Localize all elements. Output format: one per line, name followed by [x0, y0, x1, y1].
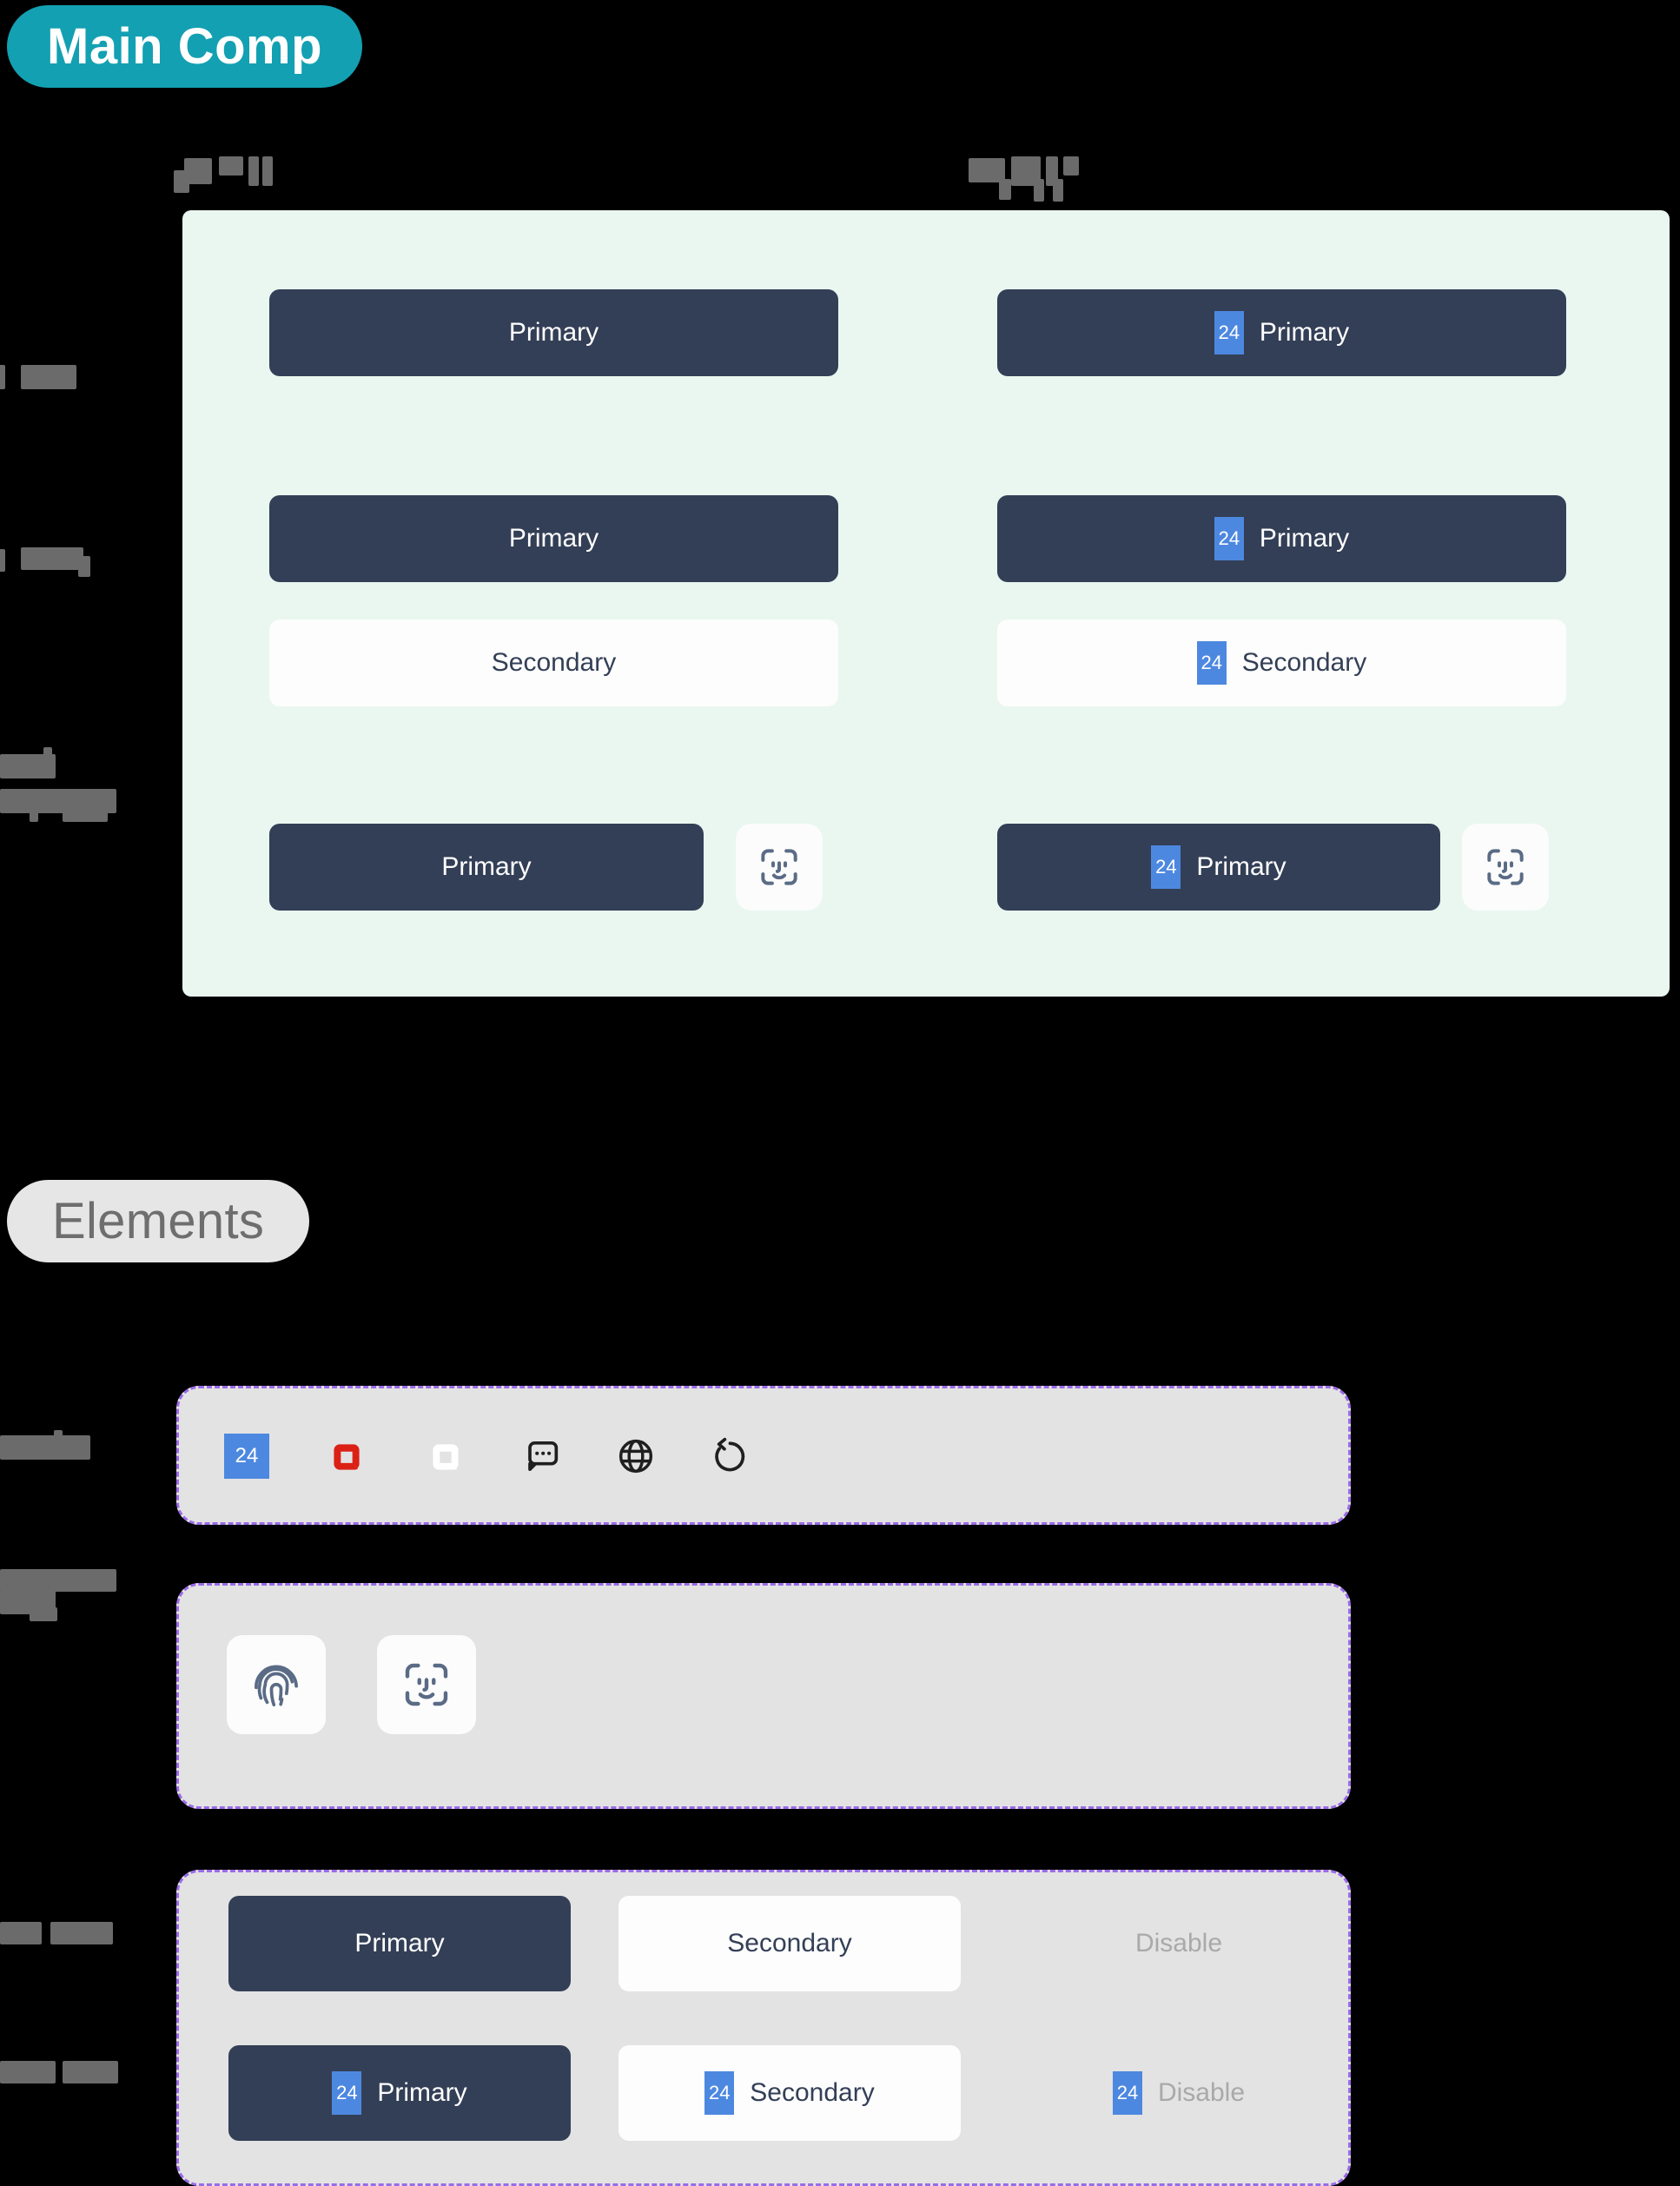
button-secondary-with-icon[interactable]: 24 Secondary: [618, 2045, 961, 2141]
button-secondary-row3-left[interactable]: Secondary: [269, 619, 838, 706]
icon-logo-white[interactable]: [422, 1434, 469, 1481]
column-header-left-redacted-4: [262, 156, 273, 186]
row-label-1-redacted-b: [21, 365, 76, 389]
button-label: Primary: [508, 524, 599, 553]
button-label: Primary: [441, 852, 532, 881]
icon-placeholder-24[interactable]: 24: [224, 1434, 269, 1479]
group-3-label-redacted-d: [63, 2061, 118, 2083]
column-header-left-redacted-2: [219, 156, 243, 176]
column-header-right-redacted-4: [1063, 156, 1079, 176]
placeholder-24-icon: 24: [1112, 2071, 1142, 2115]
button-label: Disable: [1157, 2078, 1246, 2107]
group-3-label-redacted-c: [0, 2061, 56, 2083]
button-label: Secondary: [491, 648, 617, 677]
placeholder-24-icon: 24: [224, 1434, 269, 1479]
row-label-3-redacted-e: [63, 806, 108, 822]
globe-icon: [618, 1439, 653, 1474]
icon-logo-red[interactable]: [323, 1434, 370, 1481]
icon-chat-bubble[interactable]: [517, 1432, 566, 1481]
face-id-icon: [1487, 849, 1524, 885]
touch-id-button[interactable]: [227, 1635, 326, 1734]
column-header-right-redacted-6: [1034, 179, 1044, 202]
touch-id-icon: [255, 1665, 298, 1706]
column-header-right-redacted-3: [1046, 156, 1058, 186]
button-label: Primary: [508, 318, 599, 347]
button-label: Disable: [1134, 1929, 1223, 1957]
group-1-label-redacted: [0, 1435, 90, 1460]
face-id-button-elements[interactable]: [377, 1635, 476, 1734]
button-primary-row2-left[interactable]: Primary: [269, 495, 838, 582]
button-primary-row2-right[interactable]: 24 Primary: [997, 495, 1566, 582]
button-primary-row1-left[interactable]: Primary: [269, 289, 838, 376]
button-label: Primary: [1259, 524, 1350, 553]
icon-globe[interactable]: [612, 1432, 660, 1481]
section-badge-main-comp[interactable]: Main Comp: [7, 5, 363, 88]
logo-white-icon: [433, 1444, 459, 1470]
row-label-3-redacted-d: [30, 810, 38, 822]
button-primary-plain[interactable]: Primary: [228, 1896, 571, 1991]
placeholder-24-icon: 24: [1214, 311, 1244, 354]
row-label-2-redacted-c: [78, 556, 90, 577]
button-label: Primary: [1259, 318, 1350, 347]
face-id-button-row4-left[interactable]: [736, 824, 823, 911]
button-label: Secondary: [750, 2078, 875, 2107]
column-header-right-redacted-5: [999, 179, 1011, 200]
group-3-label-redacted: [0, 1922, 42, 1944]
placeholder-24-icon: 24: [1214, 517, 1244, 560]
button-label: Primary: [354, 1929, 445, 1957]
section-badge-elements[interactable]: Elements: [7, 1180, 310, 1262]
button-primary-row1-right[interactable]: 24 Primary: [997, 289, 1566, 376]
elements-group-biometrics: [176, 1583, 1351, 1809]
column-header-left-redacted-5: [174, 170, 189, 193]
icon-refresh[interactable]: [705, 1432, 754, 1481]
chat-bubble-icon: [528, 1441, 559, 1472]
placeholder-24-icon: 24: [704, 2071, 735, 2115]
refresh-icon: [715, 1437, 745, 1472]
button-secondary-row3-right[interactable]: 24 Secondary: [997, 619, 1566, 706]
group-1-label-redacted-b: [54, 1430, 63, 1444]
button-disable-plain: Disable: [1008, 1896, 1350, 1991]
placeholder-24-icon: 24: [332, 2071, 362, 2115]
face-id-button-row4-right[interactable]: [1462, 824, 1549, 911]
button-primary-row4-right[interactable]: 24 Primary: [997, 824, 1440, 911]
column-header-left-redacted-3: [248, 156, 259, 186]
button-label: Secondary: [727, 1929, 852, 1957]
row-label-2-redacted-b: [21, 547, 83, 570]
button-label: Primary: [1196, 852, 1286, 881]
row-label-2-redacted: [0, 549, 5, 572]
face-id-icon: [761, 849, 797, 885]
button-label: Primary: [377, 2078, 467, 2107]
elements-group-icons: [176, 1386, 1351, 1525]
placeholder-24-icon: 24: [1196, 641, 1227, 685]
column-header-right-redacted: [969, 158, 1005, 182]
button-primary-with-icon[interactable]: 24 Primary: [228, 2045, 571, 2141]
group-2-label-redacted: [0, 1569, 116, 1592]
button-secondary-plain[interactable]: Secondary: [618, 1896, 961, 1991]
column-header-right-redacted-7: [1053, 179, 1063, 202]
logo-red-icon: [334, 1444, 360, 1470]
button-primary-row4-left[interactable]: Primary: [269, 824, 704, 911]
button-label: Secondary: [1241, 648, 1367, 677]
button-disable-with-icon: 24 Disable: [1008, 2045, 1350, 2141]
placeholder-24-icon: 24: [1151, 845, 1181, 889]
group-2-label-redacted-c: [30, 1607, 57, 1621]
group-3-label-redacted-b: [50, 1922, 113, 1944]
row-label-1-redacted: [0, 365, 5, 389]
row-label-3-redacted-b: [43, 747, 52, 761]
face-id-icon: [405, 1663, 448, 1706]
